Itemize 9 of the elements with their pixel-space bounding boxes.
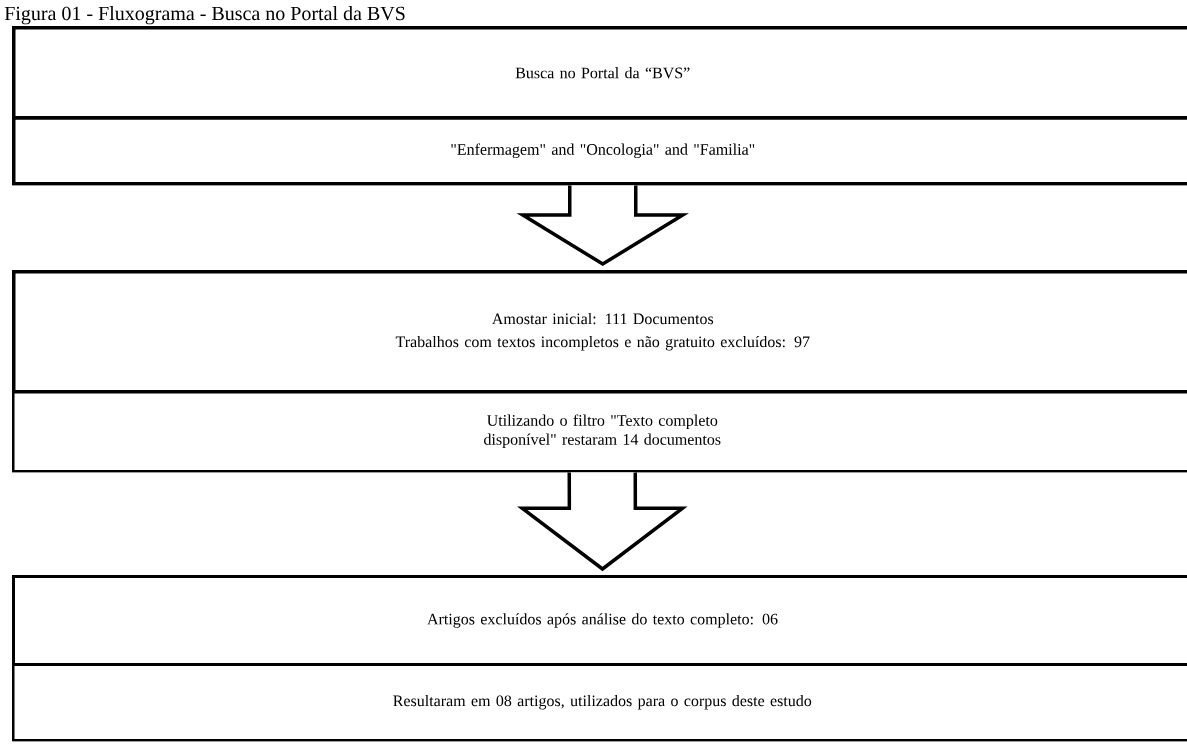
- process-box: Amostar inicial: 111 Documentos Trabalhos com textos incompletos e não gratuito excluídos: 97: [12, 270, 1187, 394]
- figure-title: Figura 01 - Fluxograma - Busca no Portal da BVS: [4, 6, 405, 25]
- process-box: Busca no Portal da “BVS”: [12, 26, 1187, 120]
- process-box: Resultaram em 08 artigos, utilizados para o corpus deste estudo: [12, 663, 1187, 742]
- process-box: Utilizando o filtro "Texto completo disponível" restaram 14 documentos: [12, 390, 1187, 473]
- block-arrow: [517, 470, 688, 572]
- block-arrow: [516, 183, 689, 267]
- process-box: Artigos excluídos após análise do texto completo: 06: [12, 575, 1187, 666]
- process-box: "Enfermagem" and "Oncologia" and "Familia": [12, 116, 1187, 186]
